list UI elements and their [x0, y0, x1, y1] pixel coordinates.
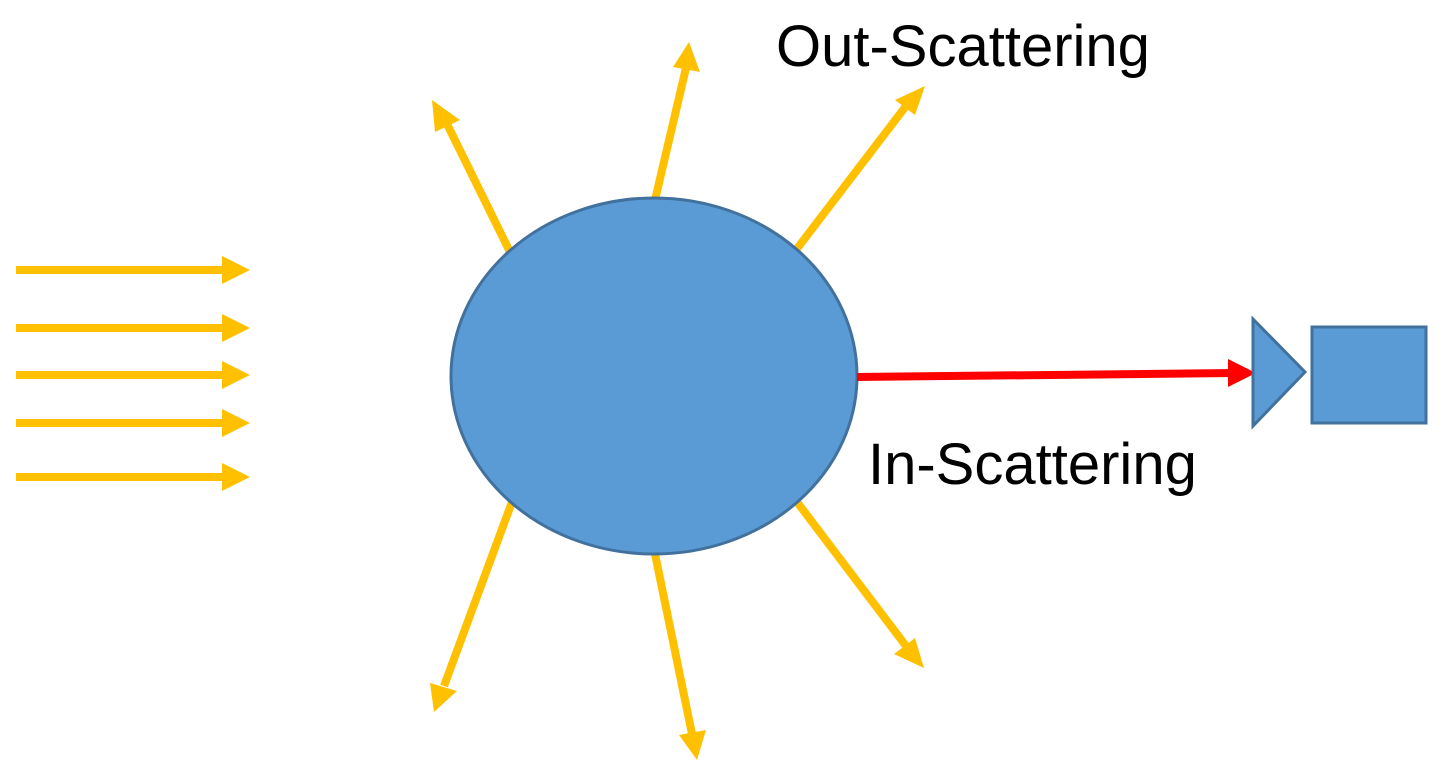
particle — [449, 196, 859, 556]
out-scattering-label: Out-Scattering — [776, 14, 1150, 79]
incoming-ray — [16, 409, 250, 437]
in-scattering-label: In-Scattering — [868, 432, 1197, 497]
out-scatter-ray-up — [651, 42, 700, 201]
out-scatter-ray-down-right — [793, 499, 924, 668]
camera-lens — [1251, 315, 1308, 430]
out-scatter-rays — [430, 42, 925, 760]
incoming-ray — [16, 463, 250, 491]
out-scatter-ray-up-left — [432, 100, 514, 254]
incoming-rays — [16, 256, 250, 491]
out-scatter-ray-up-right — [792, 86, 925, 253]
camera-body — [1310, 325, 1428, 425]
incoming-ray — [16, 314, 250, 342]
out-scatter-ray-down — [651, 553, 706, 760]
in-scatter-ray — [856, 359, 1256, 387]
incoming-ray — [16, 256, 250, 284]
incoming-ray — [16, 361, 250, 389]
camera-icon — [1251, 315, 1428, 430]
out-scatter-ray-down-left — [430, 500, 516, 712]
